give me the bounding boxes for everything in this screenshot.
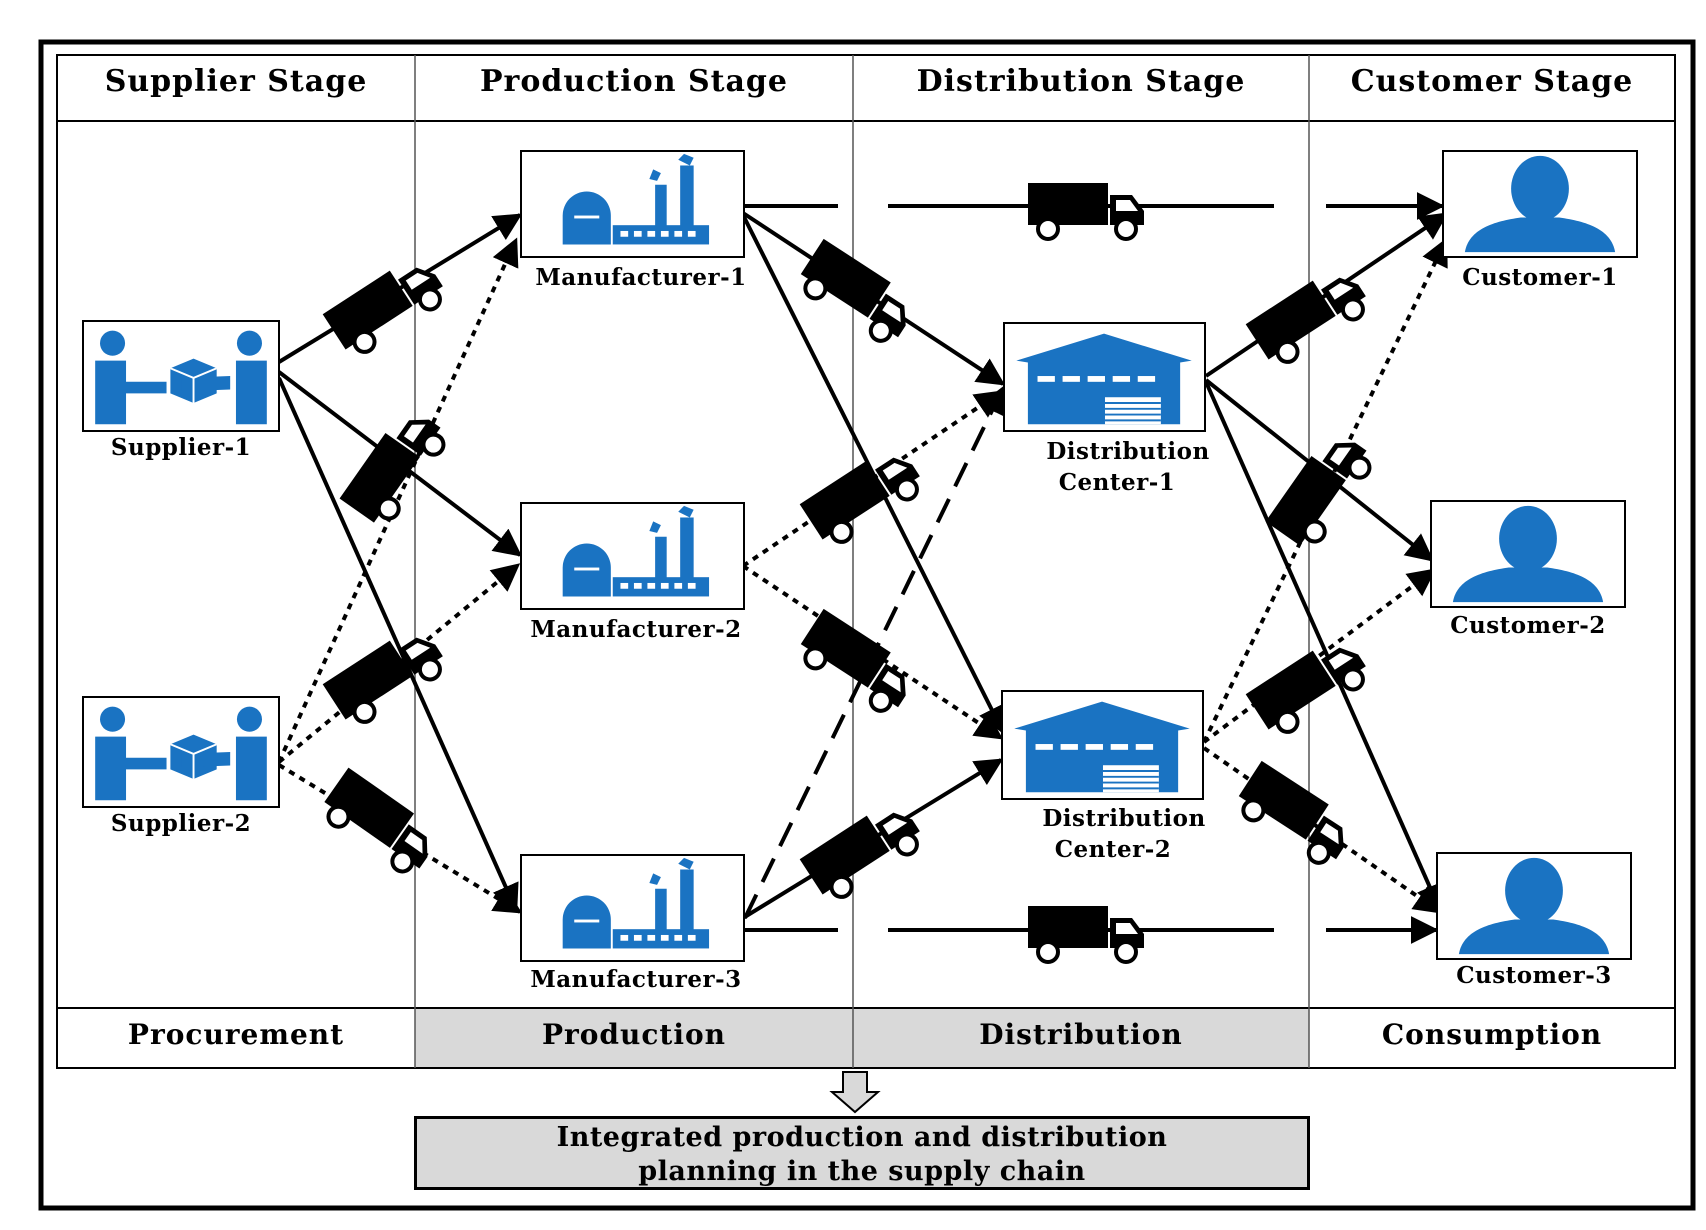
factory-icon [562, 857, 710, 949]
stage-footer-procurement: Procurement [127, 1018, 345, 1051]
customer-3-label: Customer-3 [1456, 962, 1612, 989]
customer-1-label: Customer-1 [1462, 264, 1618, 291]
person-icon [1464, 155, 1616, 253]
manufacturer-3-node [520, 854, 745, 962]
stage-footer-distribution: Distribution [979, 1018, 1183, 1051]
supplier-2-node [82, 696, 280, 808]
truck-icon [1263, 424, 1380, 556]
distribution-center-1-node [1003, 322, 1206, 432]
dc-1-label-line1: Distribution [1046, 438, 1210, 465]
supplier-1-label: Supplier-1 [110, 434, 252, 461]
stage-footer-consumption: Consumption [1381, 1018, 1603, 1051]
supplier-1-node [82, 320, 280, 432]
manufacturer-3-label: Manufacturer-3 [530, 966, 742, 993]
warehouse-icon [1014, 701, 1190, 793]
stage-dividers [414, 55, 1310, 1068]
handshake-icon [95, 706, 267, 801]
truck-icon [797, 794, 930, 909]
summary-box: Integrated production and distribution p… [414, 1116, 1310, 1190]
supplier-2-label: Supplier-2 [110, 810, 252, 837]
handshake-icon [95, 330, 267, 425]
stage-header-customer: Customer Stage [1350, 64, 1634, 99]
manufacturer-2-label: Manufacturer-2 [530, 616, 742, 643]
dc-2-label-line1: Distribution [1042, 805, 1206, 832]
customer-2-label: Customer-2 [1450, 612, 1606, 639]
truck-icon [791, 606, 923, 722]
factory-icon [562, 153, 710, 245]
warehouse-icon [1016, 333, 1192, 425]
down-arrow [829, 1071, 881, 1114]
stage-header-distribution: Distribution Stage [916, 64, 1246, 99]
manufacturer-2-node [520, 502, 745, 610]
person-icon [1452, 505, 1604, 603]
customer-1-node [1442, 150, 1638, 258]
truck-icon [1229, 758, 1361, 874]
stage-footer-production: Production [541, 1018, 727, 1051]
manufacturer-1-node [520, 150, 745, 258]
stage-grid [56, 54, 1676, 1069]
distribution-center-2-label: Distribution Center-2 [1004, 803, 1244, 865]
factory-icon [562, 505, 710, 597]
stage-header-supplier: Supplier Stage [104, 64, 368, 99]
truck-icon [1026, 904, 1146, 964]
truck-icon [1026, 181, 1146, 241]
customer-2-node [1430, 500, 1626, 608]
person-icon [1458, 857, 1610, 955]
summary-line-2: planning in the supply chain [638, 1156, 1086, 1187]
outer-frame [38, 39, 1696, 1211]
dc-1-label-line2: Center-1 [1058, 469, 1176, 496]
summary-line-1: Integrated production and distribution [556, 1122, 1168, 1153]
distribution-center-1-label: Distribution Center-1 [1008, 436, 1248, 498]
distribution-center-2-node [1001, 690, 1204, 800]
footer-shade [415, 1008, 1309, 1068]
truck-icon [314, 765, 446, 882]
manufacturer-1-label: Manufacturer-1 [535, 264, 747, 291]
customer-3-node [1436, 852, 1632, 960]
truck-icon [791, 236, 923, 352]
dc-2-label-line2: Center-2 [1054, 836, 1172, 863]
stage-header-production: Production Stage [480, 64, 788, 99]
